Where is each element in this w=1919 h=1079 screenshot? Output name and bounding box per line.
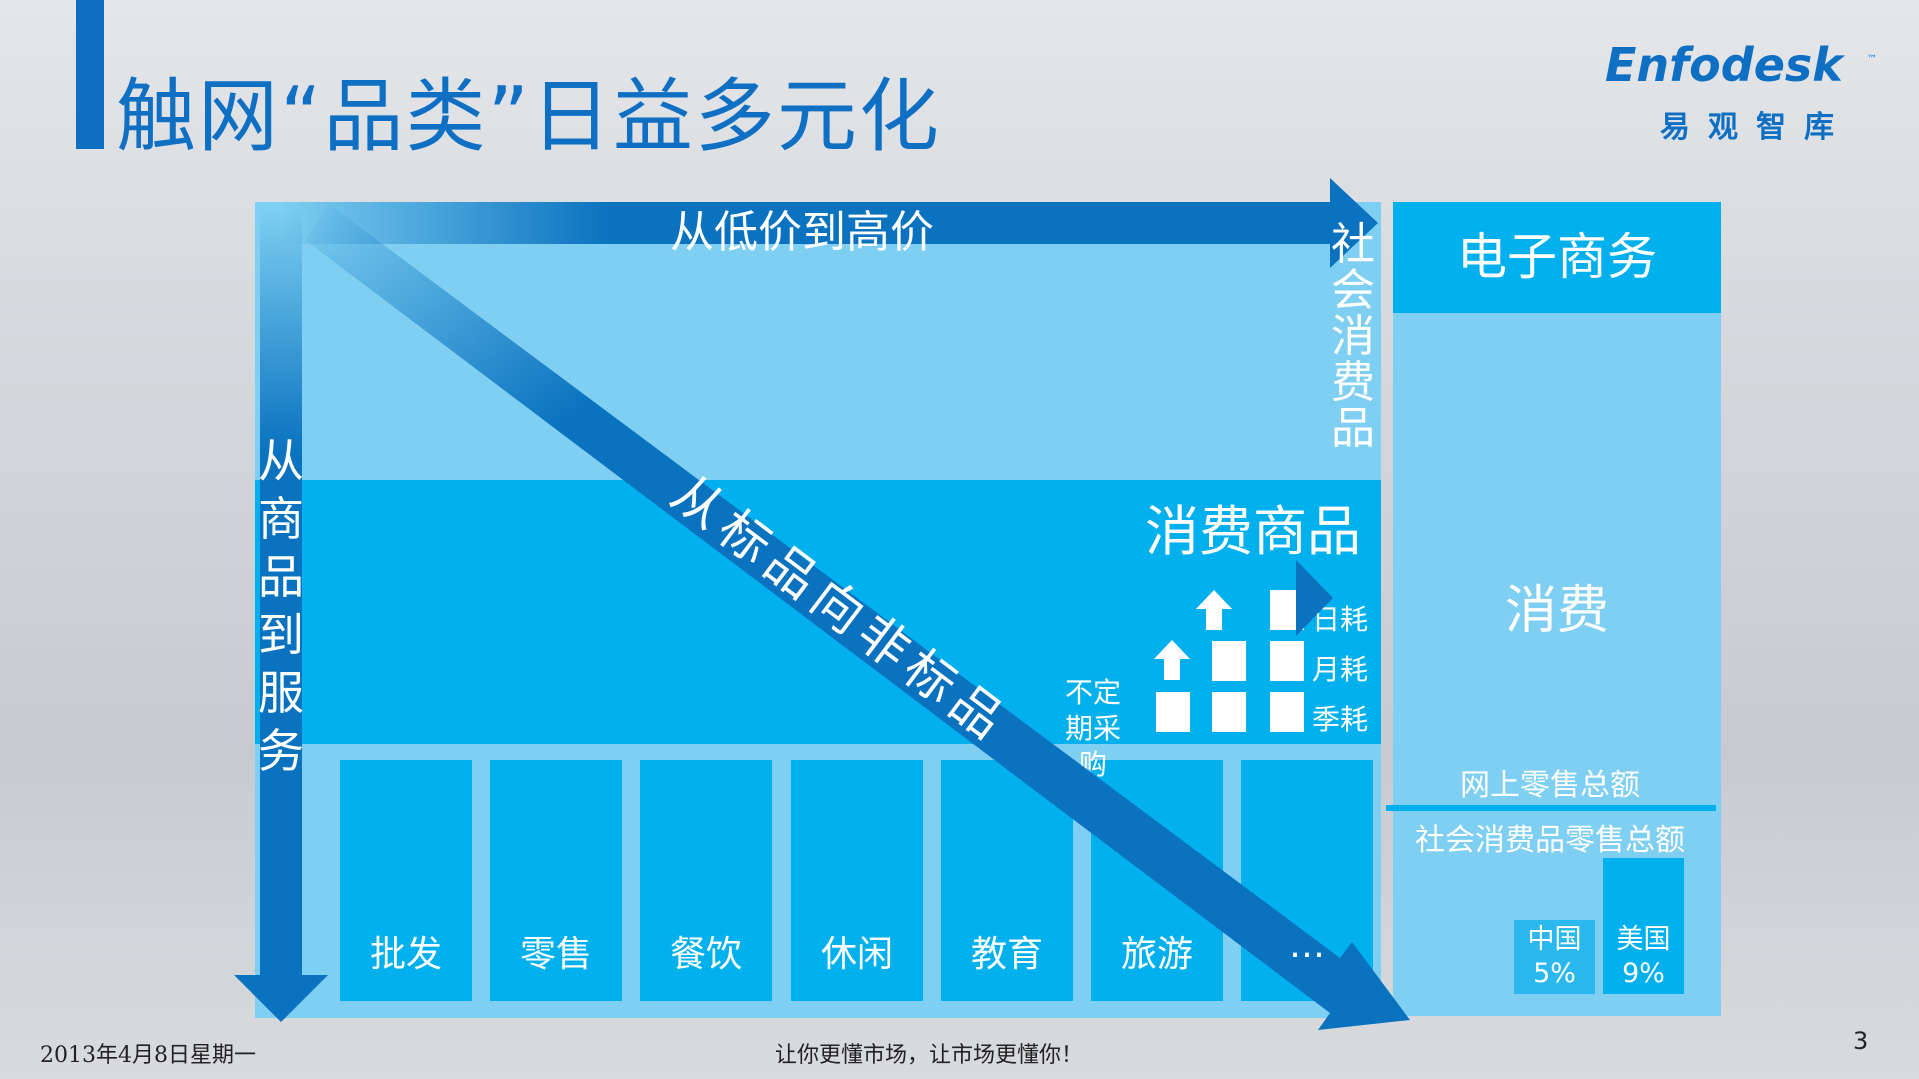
title-accent-bar [76, 0, 104, 149]
step-square [1156, 692, 1190, 732]
ecommerce-header: 电子商务 [1393, 202, 1721, 313]
arrow-diagonal [305, 205, 1410, 1030]
category-label: … [1289, 925, 1325, 966]
social-goods-label: 社会消费品 [1331, 219, 1375, 454]
online-retail-label: 网上零售总额 [1460, 768, 1640, 803]
step-square [1212, 641, 1246, 681]
bar-usa: 美国 9% [1603, 858, 1684, 994]
total-retail-label: 社会消费品零售总额 [1415, 823, 1685, 858]
page-title: 触网“品类”日益多元化 [116, 70, 941, 163]
consumption-label: 消费 [1504, 581, 1609, 641]
bar-country: 美国 [1616, 924, 1671, 955]
category-box: 批发 [340, 760, 472, 1001]
horizontal-arrow-label: 从低价到高价 [670, 207, 934, 258]
arrow-horizontal [281, 178, 1378, 268]
step-square [1212, 692, 1246, 732]
fraction-line [1386, 805, 1716, 811]
arrow-right-small [1296, 560, 1333, 636]
step-square [1270, 692, 1304, 732]
category-box: 休闲 [791, 760, 923, 1001]
arrow-vertical [234, 208, 328, 1022]
consumer-goods-label: 消费商品 [1145, 500, 1361, 563]
monthly-label: 月耗 [1312, 653, 1369, 686]
bar-value: 9% [1622, 958, 1665, 989]
bar-china: 中国 5% [1514, 920, 1595, 994]
up-arrows-icon [1154, 590, 1232, 680]
vertical-arrow-label: 从商品到服务 [258, 434, 304, 778]
bar-country: 中国 [1527, 924, 1582, 955]
page-number: 3 [1853, 1027, 1869, 1055]
footer-date: 2013年4月8日星期一 [40, 1043, 256, 1068]
category-box: 餐饮 [640, 760, 772, 1001]
footer-slogan: 让你更懂市场，让市场更懂你！ [775, 1043, 1084, 1068]
category-box: 零售 [490, 760, 622, 1001]
step-square [1270, 641, 1304, 681]
seasonal-label: 季耗 [1312, 703, 1369, 736]
bar-value: 5% [1533, 958, 1576, 989]
